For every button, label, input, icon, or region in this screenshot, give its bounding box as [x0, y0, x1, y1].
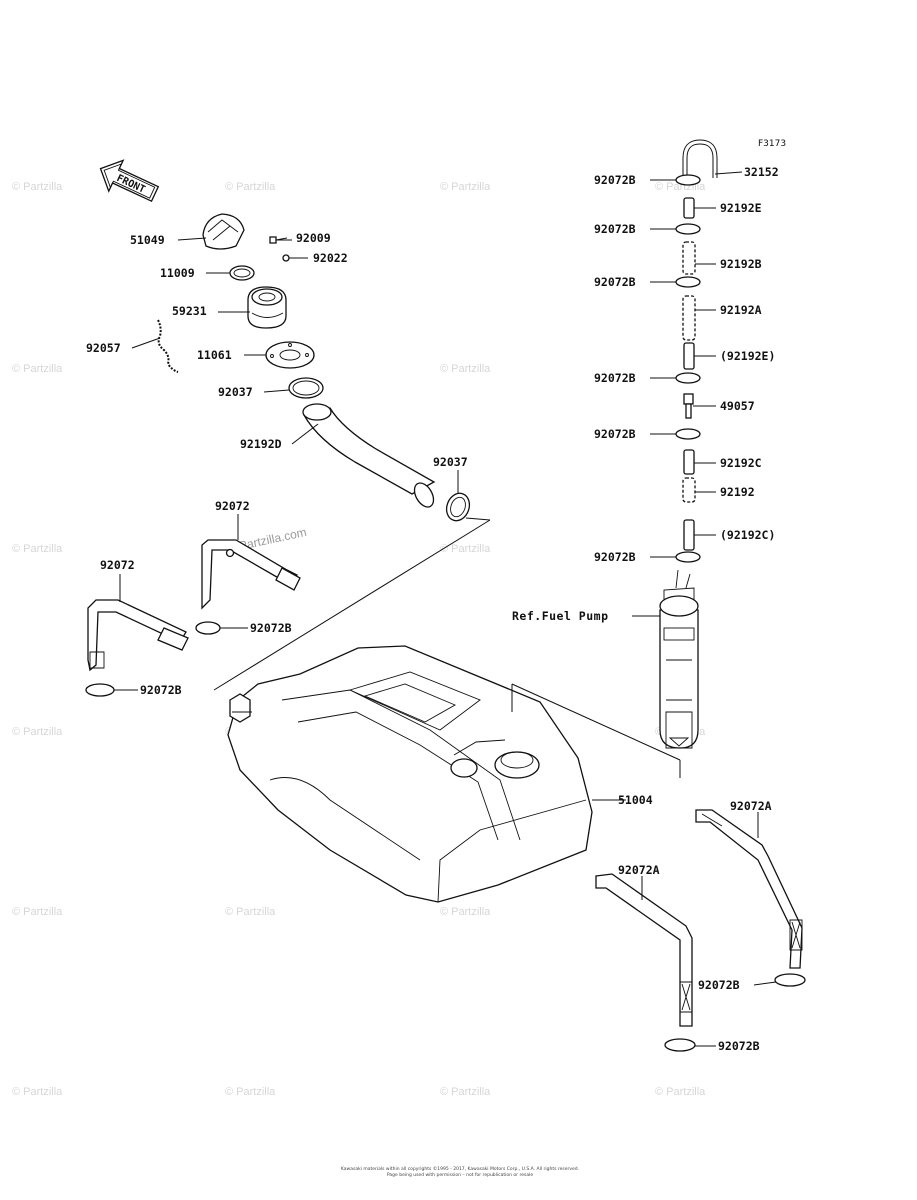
part-label: (92192E)	[720, 349, 775, 363]
clip-92072B-2	[85, 683, 115, 697]
clip-r2	[675, 223, 701, 235]
watermark: © Partzilla	[12, 181, 63, 193]
part-label: 92192A	[720, 303, 762, 317]
clip-r4	[675, 372, 701, 384]
filler-neck-plate-11061	[265, 341, 315, 369]
part-label: 92022	[313, 251, 348, 265]
tank-strap-92072A-lower	[595, 873, 693, 1027]
part-label: 92072B	[594, 222, 636, 236]
part-label: 92072	[100, 558, 135, 572]
watermarks: © Partzilla © Partzilla © Partzilla © Pa…	[12, 181, 706, 1098]
front-arrow-icon: FRONT	[99, 159, 160, 203]
copyright-footer: Kawasaki materials within all copyrights…	[340, 1167, 580, 1179]
part-label: 92072B	[250, 621, 292, 635]
cord-92057	[157, 319, 179, 373]
tube-92192A	[682, 295, 696, 341]
fuel-pump-ref	[659, 569, 699, 749]
part-label: 92072A	[618, 863, 660, 877]
watermark: © Partzilla	[440, 181, 491, 193]
part-label: 92072B	[718, 1039, 760, 1053]
tube-92192E	[683, 197, 695, 219]
watermark: © Partzilla	[440, 1086, 491, 1098]
tube-92192C	[683, 449, 695, 475]
clip-92072B-1	[195, 621, 221, 635]
part-label: 51049	[130, 233, 165, 247]
tube-92192C-ref	[683, 519, 695, 551]
ref-fuel-pump-label: Ref.Fuel Pump	[512, 609, 609, 623]
part-label: 49057	[720, 399, 755, 413]
copyright-line: Kawasaki materials within all copyrights…	[340, 1167, 580, 1172]
tank-strap-92072-left	[87, 599, 189, 672]
part-label: 92072	[215, 499, 250, 513]
watermark: © Partzilla	[12, 906, 63, 918]
tube-92192E-ref	[683, 342, 695, 370]
clip-r3	[675, 276, 701, 288]
part-label: 92192E	[720, 201, 762, 215]
tank-strap-92072A-right	[695, 809, 803, 969]
part-label: 92037	[433, 455, 468, 469]
part-label: 92072B	[594, 371, 636, 385]
part-label: 92057	[86, 341, 121, 355]
part-label: 92192	[720, 485, 755, 499]
fuel-tank-51004	[227, 645, 593, 903]
clip-r5	[675, 428, 701, 440]
filler-hose-92192D	[302, 403, 436, 508]
part-label: 51004	[618, 793, 653, 807]
figure-code: F3173	[758, 139, 786, 149]
clip-92072B-b1	[774, 973, 806, 987]
part-label: 11061	[197, 348, 232, 362]
clip-92072B-b2	[664, 1038, 696, 1052]
permission-line: Page being used with permission – not fo…	[386, 1173, 534, 1178]
part-label: 92072B	[594, 173, 636, 187]
part-label: 32152	[744, 165, 779, 179]
part-label: 92072A	[730, 799, 772, 813]
part-label: 92192C	[720, 456, 762, 470]
watermark: © Partzilla	[225, 906, 276, 918]
part-label: 92072B	[594, 427, 636, 441]
tube-92192	[682, 477, 696, 503]
clamp-92037-upper	[288, 377, 324, 399]
part-label: (92192C)	[720, 528, 775, 542]
watermark: © Partzilla	[12, 1086, 63, 1098]
leader-lines	[114, 171, 777, 1047]
watermark: © Partzilla	[225, 181, 276, 193]
tank-strap-92072-upper	[201, 539, 301, 610]
watermark: © Partzilla	[440, 906, 491, 918]
part-label: 92037	[218, 385, 253, 399]
part-label: 92009	[296, 231, 331, 245]
washer-92022	[282, 254, 290, 262]
watermark: © Partzilla	[440, 363, 491, 375]
part-label: 92072B	[140, 683, 182, 697]
fitting-49057	[683, 393, 694, 419]
part-label: 92072B	[594, 275, 636, 289]
part-label: 92072B	[594, 550, 636, 564]
part-label: 92192D	[240, 437, 282, 451]
filler-cap-59231	[247, 286, 287, 329]
part-labels: 51049 92009 92022 11009 59231 92057 1106…	[86, 165, 779, 1053]
part-label: 59231	[172, 304, 207, 318]
clip-r1	[675, 174, 701, 186]
filler-cap-cover	[202, 213, 245, 250]
clip-r6	[675, 551, 701, 563]
watermark: © Partzilla	[12, 543, 63, 555]
watermark: © Partzilla	[12, 363, 63, 375]
watermark: © Partzilla	[655, 1086, 706, 1098]
part-label: 11009	[160, 266, 195, 280]
watermark: © Partzilla	[225, 1086, 276, 1098]
watermark: © Partzilla	[12, 726, 63, 738]
hose-32152	[682, 139, 718, 178]
part-label: 92192B	[720, 257, 762, 271]
tube-92192B	[682, 241, 696, 275]
watermark: © Partzilla	[440, 543, 491, 555]
clamp-92037-lower	[445, 492, 471, 522]
part-label: 92072B	[698, 978, 740, 992]
